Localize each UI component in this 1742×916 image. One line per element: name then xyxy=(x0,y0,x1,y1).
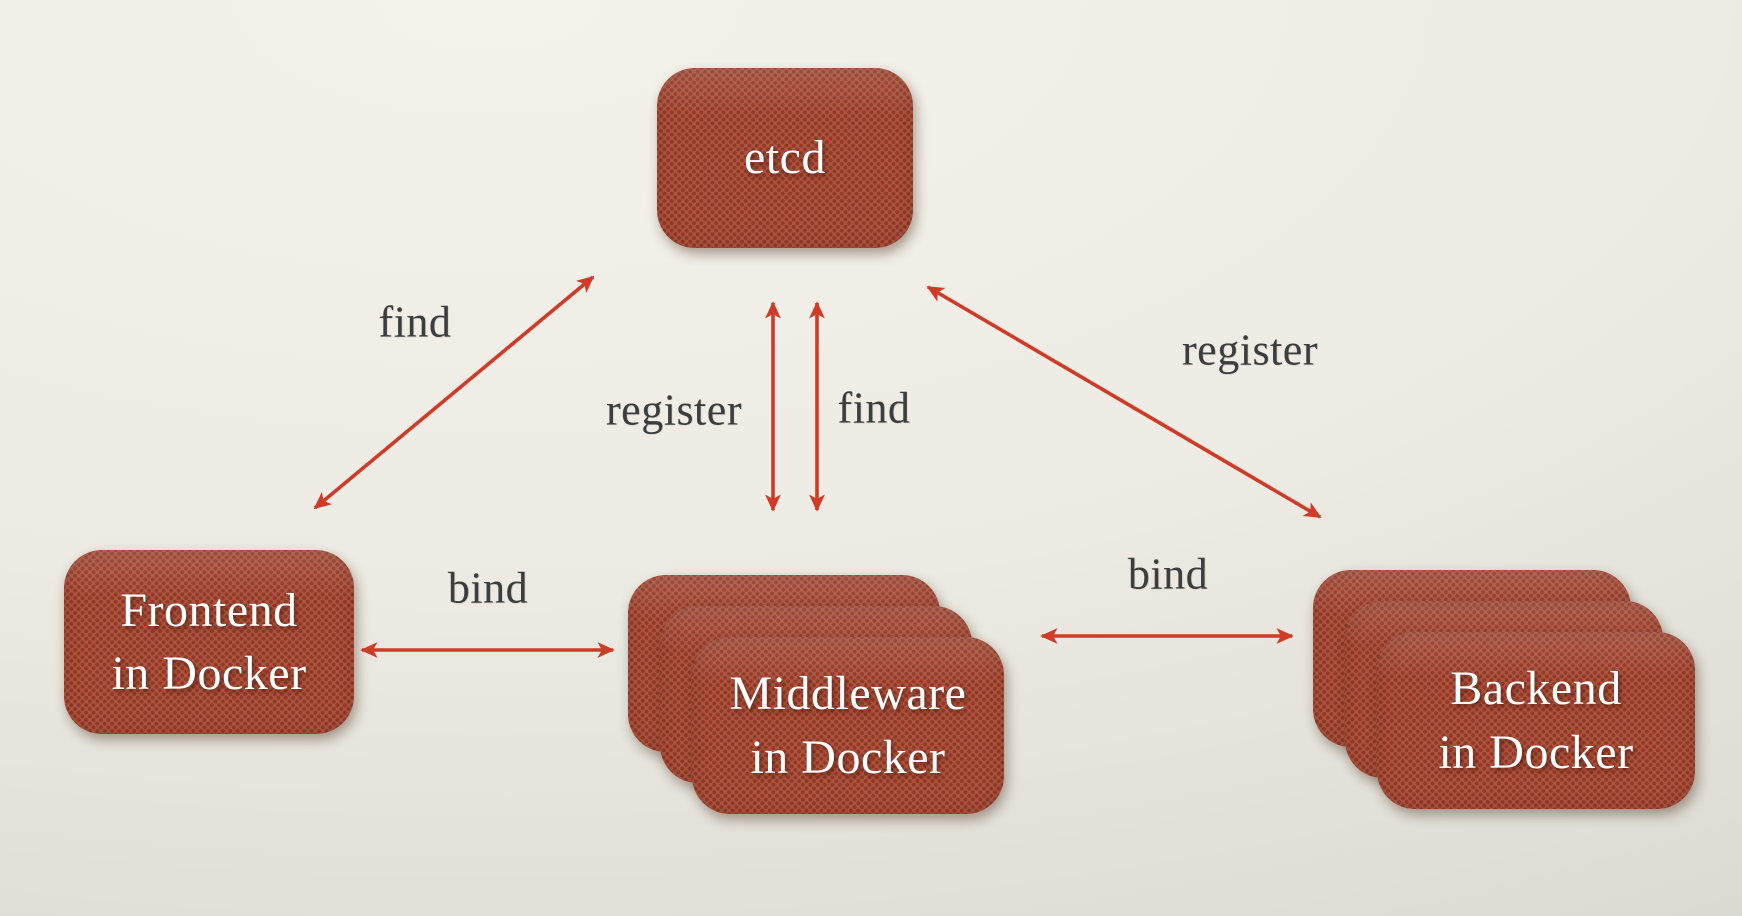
edge-find-middleware-etcd-label: find xyxy=(837,383,911,433)
node-etcd-label: etcd xyxy=(744,126,826,189)
node-frontend: Frontend in Docker xyxy=(64,550,354,734)
edge-bind-middleware-backend-label: bind xyxy=(1127,549,1209,599)
node-frontend-label: Frontend in Docker xyxy=(111,579,306,706)
edge-register-backend-etcd-arrow xyxy=(926,285,1322,519)
node-frontend-label-line-1: Frontend xyxy=(120,583,298,637)
node-etcd-label-line-1: etcd xyxy=(744,131,826,185)
edge-bind-frontend-middleware-label: bind xyxy=(447,563,529,613)
node-etcd: etcd xyxy=(657,68,913,248)
node-middleware-label-line-1: Middleware xyxy=(729,667,967,721)
node-backend-layer-3: Backend in Docker xyxy=(1377,632,1695,809)
node-middleware-label-line-2: in Docker xyxy=(750,730,946,784)
edge-register-backend-etcd-label: register xyxy=(1182,325,1318,375)
node-frontend-label-line-2: in Docker xyxy=(111,647,307,700)
node-backend-label: Backend in Docker xyxy=(1438,657,1633,784)
node-middleware-label: Middleware in Docker xyxy=(730,662,967,789)
node-backend-label-line-2: in Docker xyxy=(1438,725,1634,779)
edge-find-frontend-etcd-label: find xyxy=(378,297,452,347)
edge-register-middleware-etcd-label: register xyxy=(606,385,742,435)
edge-find-frontend-etcd-arrow xyxy=(313,275,595,510)
node-middleware-layer-3: Middleware in Docker xyxy=(692,637,1004,814)
node-backend-label-line-1: Backend xyxy=(1450,662,1622,716)
